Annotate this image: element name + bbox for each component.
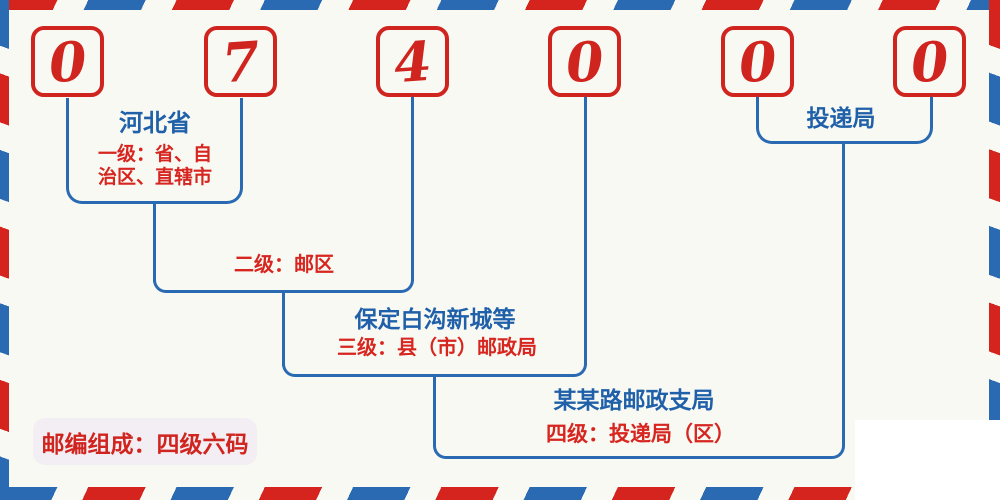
digit-1: 0	[46, 28, 89, 95]
digit-6: 0	[908, 28, 951, 95]
connector-level1-drop-line	[153, 202, 156, 282]
level1-region-title: 河北省	[119, 111, 191, 137]
airmail-stripe-border-left	[0, 0, 9, 500]
level2-description: 二级：邮区	[234, 254, 334, 276]
level4-branch-title: 某某路邮政支局	[553, 388, 715, 413]
digit-5: 0	[736, 28, 779, 95]
airmail-stripe-border-top	[0, 0, 1000, 10]
digit-box-5: 0	[721, 26, 794, 97]
connector-level3-drop-line	[433, 375, 436, 447]
level3-region-title: 保定白沟新城等	[354, 307, 516, 332]
delivery-office-title: 投递局	[806, 106, 876, 131]
digit-box-3: 4	[376, 26, 449, 97]
airmail-stripe-border-right	[989, 0, 1000, 500]
connector-level4-bracket	[433, 446, 845, 459]
digit-2: 7	[219, 28, 262, 95]
digit-4: 0	[563, 28, 606, 95]
airmail-stripe-border-bottom	[0, 487, 1000, 500]
level4-description: 四级：投递局（区）	[546, 423, 735, 446]
digit-box-4: 0	[548, 26, 621, 97]
connector-digit4-line	[584, 97, 587, 365]
composition-note-text: 邮编组成：四级六码	[41, 431, 249, 457]
digit-box-1: 0	[31, 26, 104, 97]
level1-description: 一级：省、自 治区、直辖市	[97, 144, 212, 188]
digit-box-6: 0	[893, 26, 966, 97]
level3-description: 三级：县（市）邮政局	[337, 337, 537, 359]
connector-level2-drop-line	[282, 291, 285, 366]
connector-digit3-line	[411, 97, 414, 281]
composition-note-box: 邮编组成：四级六码	[33, 418, 257, 465]
digit-box-2: 7	[204, 26, 277, 97]
white-corner-patch	[855, 420, 1000, 500]
digit-3: 4	[391, 28, 434, 95]
connector-delivery-drop-line	[842, 142, 845, 447]
